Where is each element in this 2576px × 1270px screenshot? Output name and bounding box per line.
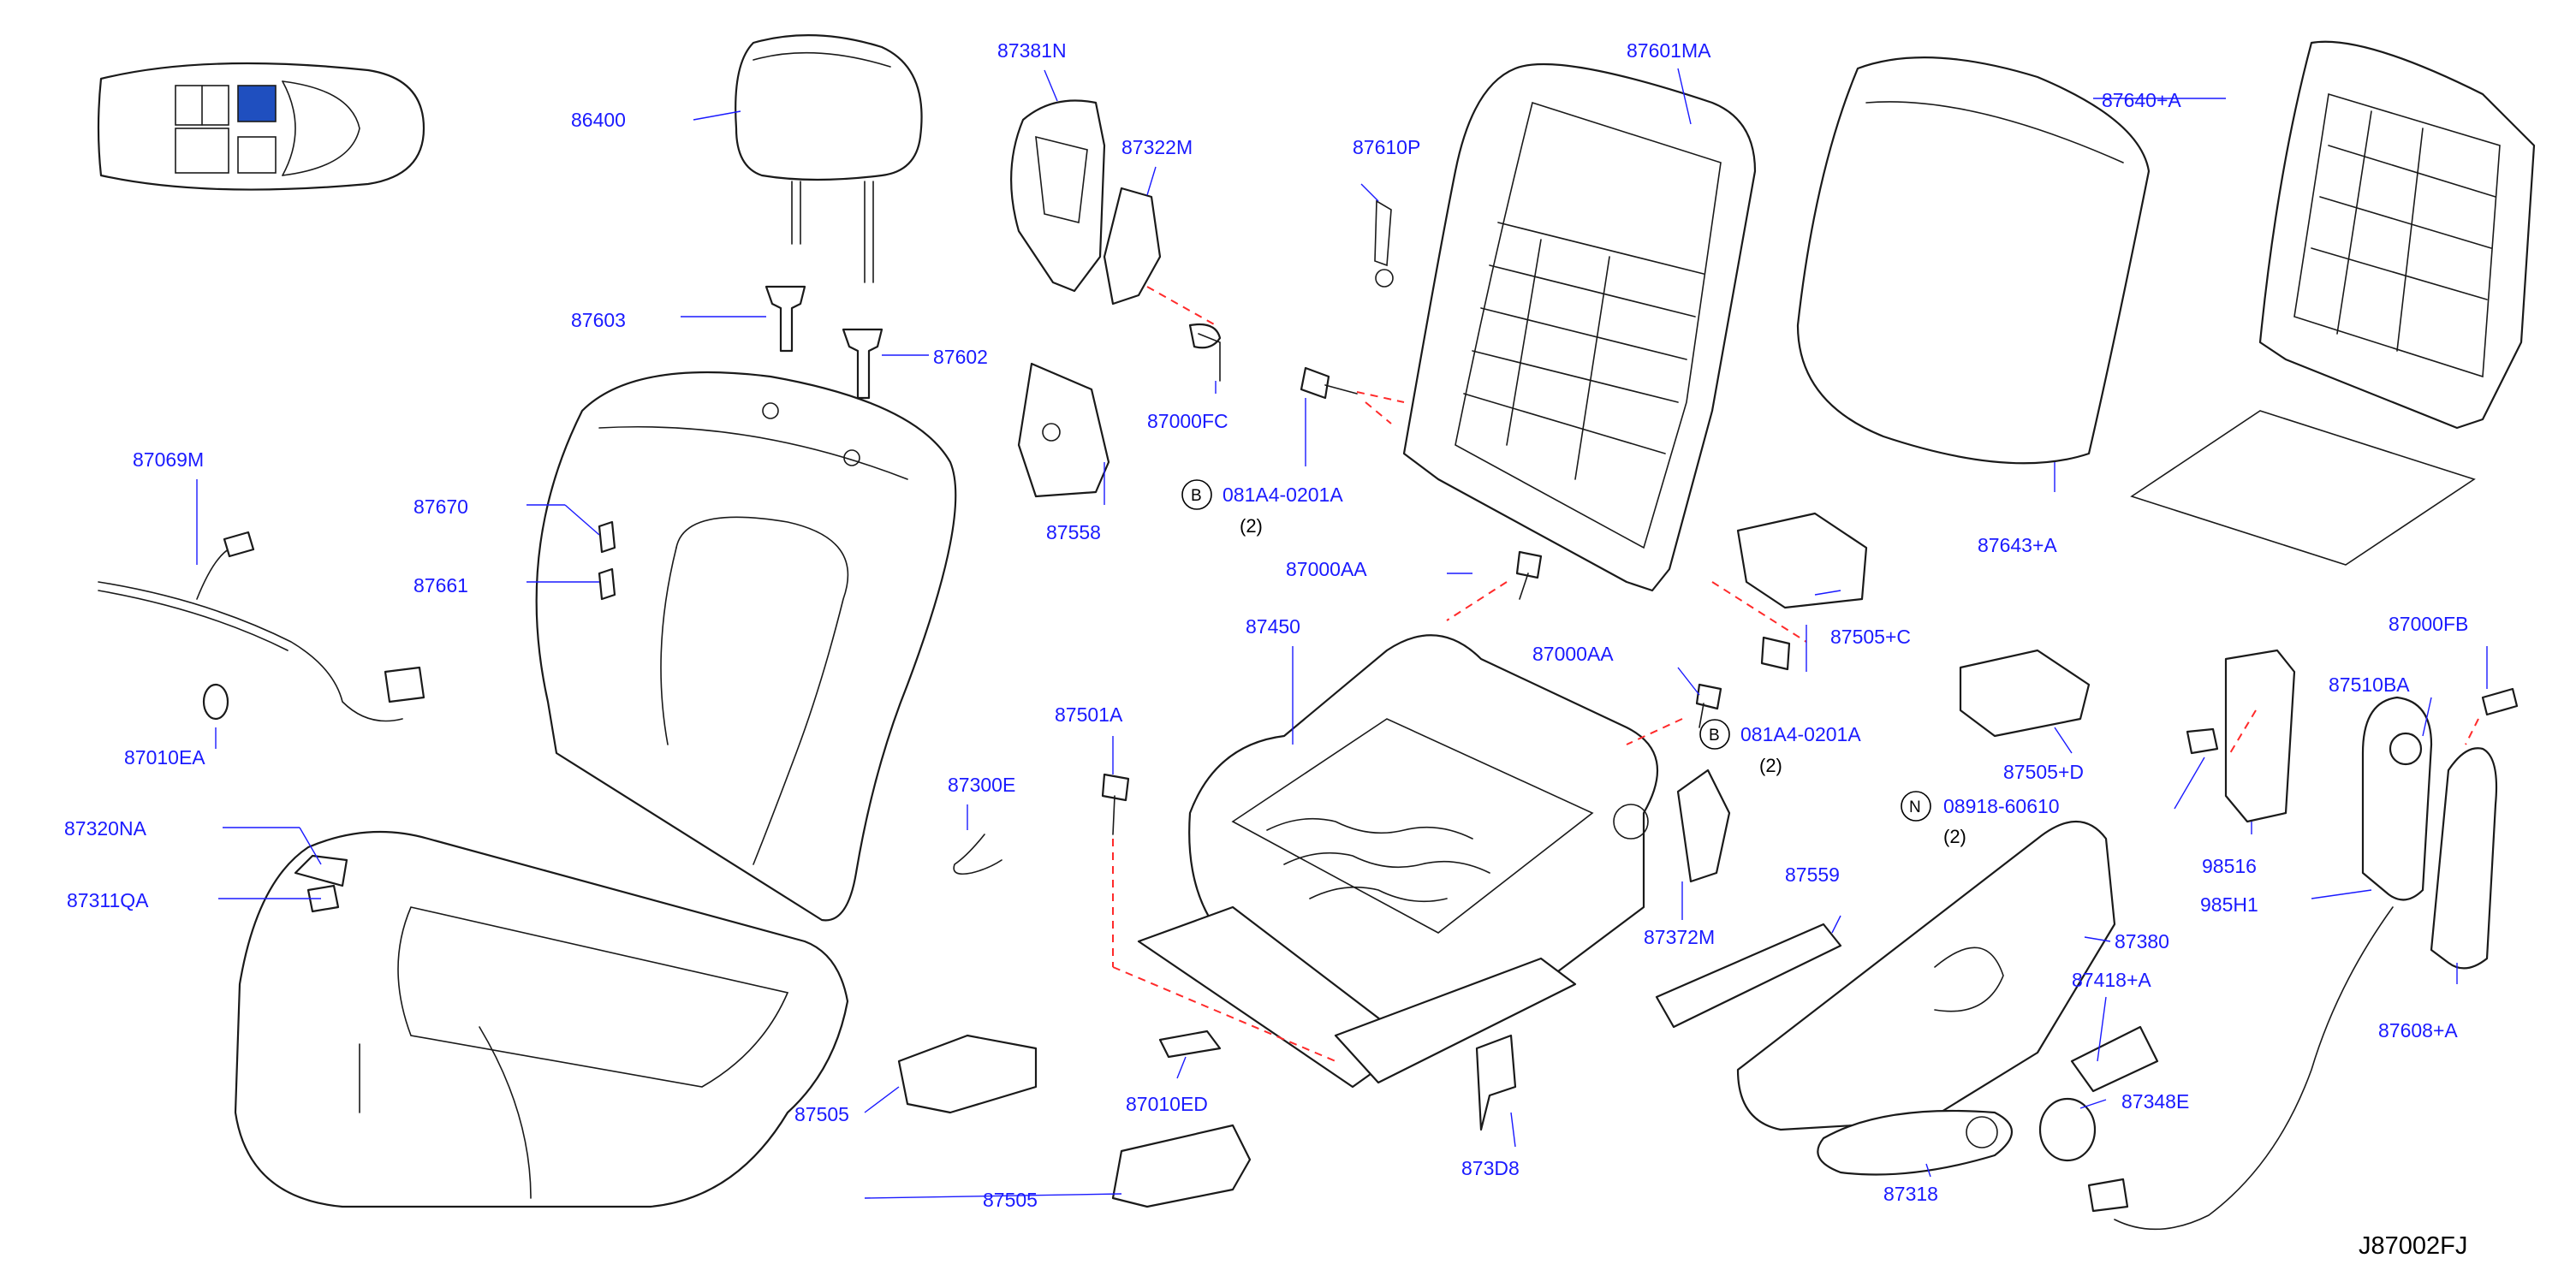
callout-87670: 87670 [413,496,468,518]
callout-87348E: 87348E [2121,1090,2189,1113]
callout-87381N: 87381N [997,39,1067,62]
callout-985H1: 985H1 [2200,893,2258,916]
hook-part [953,834,1002,875]
side-panel-parts [2087,649,2519,1231]
callout-87320NA: 87320NA [64,817,147,840]
headrest-part [735,34,923,283]
seat-frame-part [1137,634,1659,1089]
callout-87601MA: 87601MA [1627,39,1711,62]
callout-87501A: 87501A [1055,703,1123,726]
callout-081A4-0201A-2: 081A4-0201A [1740,723,1861,745]
clip-parts [598,520,616,601]
callout-87322M: 87322M [1121,136,1193,158]
callout-87505-D: 87505+D [2003,761,2084,783]
callout-87559: 87559 [1785,863,1840,886]
diagram-code: J87002FJ [2359,1232,2467,1260]
leader-lines [196,68,2488,1199]
callout-87505-1: 87505 [794,1103,849,1125]
callout-87640-A: 87640+A [2102,89,2181,111]
callout-87000AA-2: 87000AA [1532,643,1614,665]
callout-86400: 86400 [571,109,626,131]
callout-87000FC: 87000FC [1147,410,1229,432]
harness-part [98,531,425,722]
svg-text:B: B [1709,727,1720,745]
callout-87608-A: 87608+A [2378,1019,2458,1042]
callout-87000AA-1: 87000AA [1286,558,1367,580]
callout-87380: 87380 [2115,930,2169,952]
callout-081A4-0201A-2-qty: (2) [1759,755,1782,776]
locator-highlight-seat [237,85,277,122]
back-panel-part [1010,99,1222,498]
alignment-lines [1112,286,2479,1062]
callout-labels: 86400 87603 87602 87069M 87010EA 87670 8… [64,39,2468,1211]
callout-87418-A: 87418+A [2072,969,2151,991]
headrest-guide-parts [764,285,883,400]
back-board-part [2130,40,2536,566]
seat-back-pad-part [1796,56,2151,465]
callout-87450: 87450 [1246,615,1300,638]
callout-87505-2: 87505 [983,1189,1038,1211]
callout-87510BA: 87510BA [2329,674,2410,696]
callout-87000FB: 87000FB [2389,613,2468,635]
callout-87311QA: 87311QA [67,889,149,911]
callout-87661: 87661 [413,574,468,596]
badge-b-2: B [1699,719,1730,750]
callout-081A4-0201A-1: 081A4-0201A [1223,484,1343,506]
callout-873D8: 873D8 [1461,1157,1520,1179]
svg-text:B: B [1191,487,1202,505]
seat-cover-part [234,371,957,1208]
callout-87643-A: 87643+A [1978,534,2057,556]
callout-081A4-0201A-1-qty: (2) [1240,515,1263,537]
callout-87602: 87602 [933,346,988,368]
callout-87558: 87558 [1046,521,1101,543]
callout-87372M: 87372M [1644,926,1715,948]
svg-text:N: N [1909,798,1921,816]
badge-n: N [1901,791,1931,822]
bolt-parts [1101,366,1791,835]
callout-08918-60610-qty: (2) [1943,826,1966,847]
callout-87318: 87318 [1883,1183,1938,1205]
callout-87505-C: 87505+C [1830,626,1911,648]
callout-87603: 87603 [571,309,626,331]
callout-87010ED: 87010ED [1126,1093,1208,1115]
callout-87010EA: 87010EA [124,746,205,769]
badge-b-1: B [1181,479,1212,510]
callout-87610P: 87610P [1353,136,1420,158]
vehicle-locator [97,62,425,191]
callout-08918-60610: 08918-60610 [1943,795,2060,817]
callout-87069M: 87069M [133,448,204,471]
cover-parts [897,512,2159,1208]
callout-98516: 98516 [2202,855,2257,877]
callout-87300E: 87300E [948,774,1015,796]
seat-back-frame-part [1374,62,1757,592]
